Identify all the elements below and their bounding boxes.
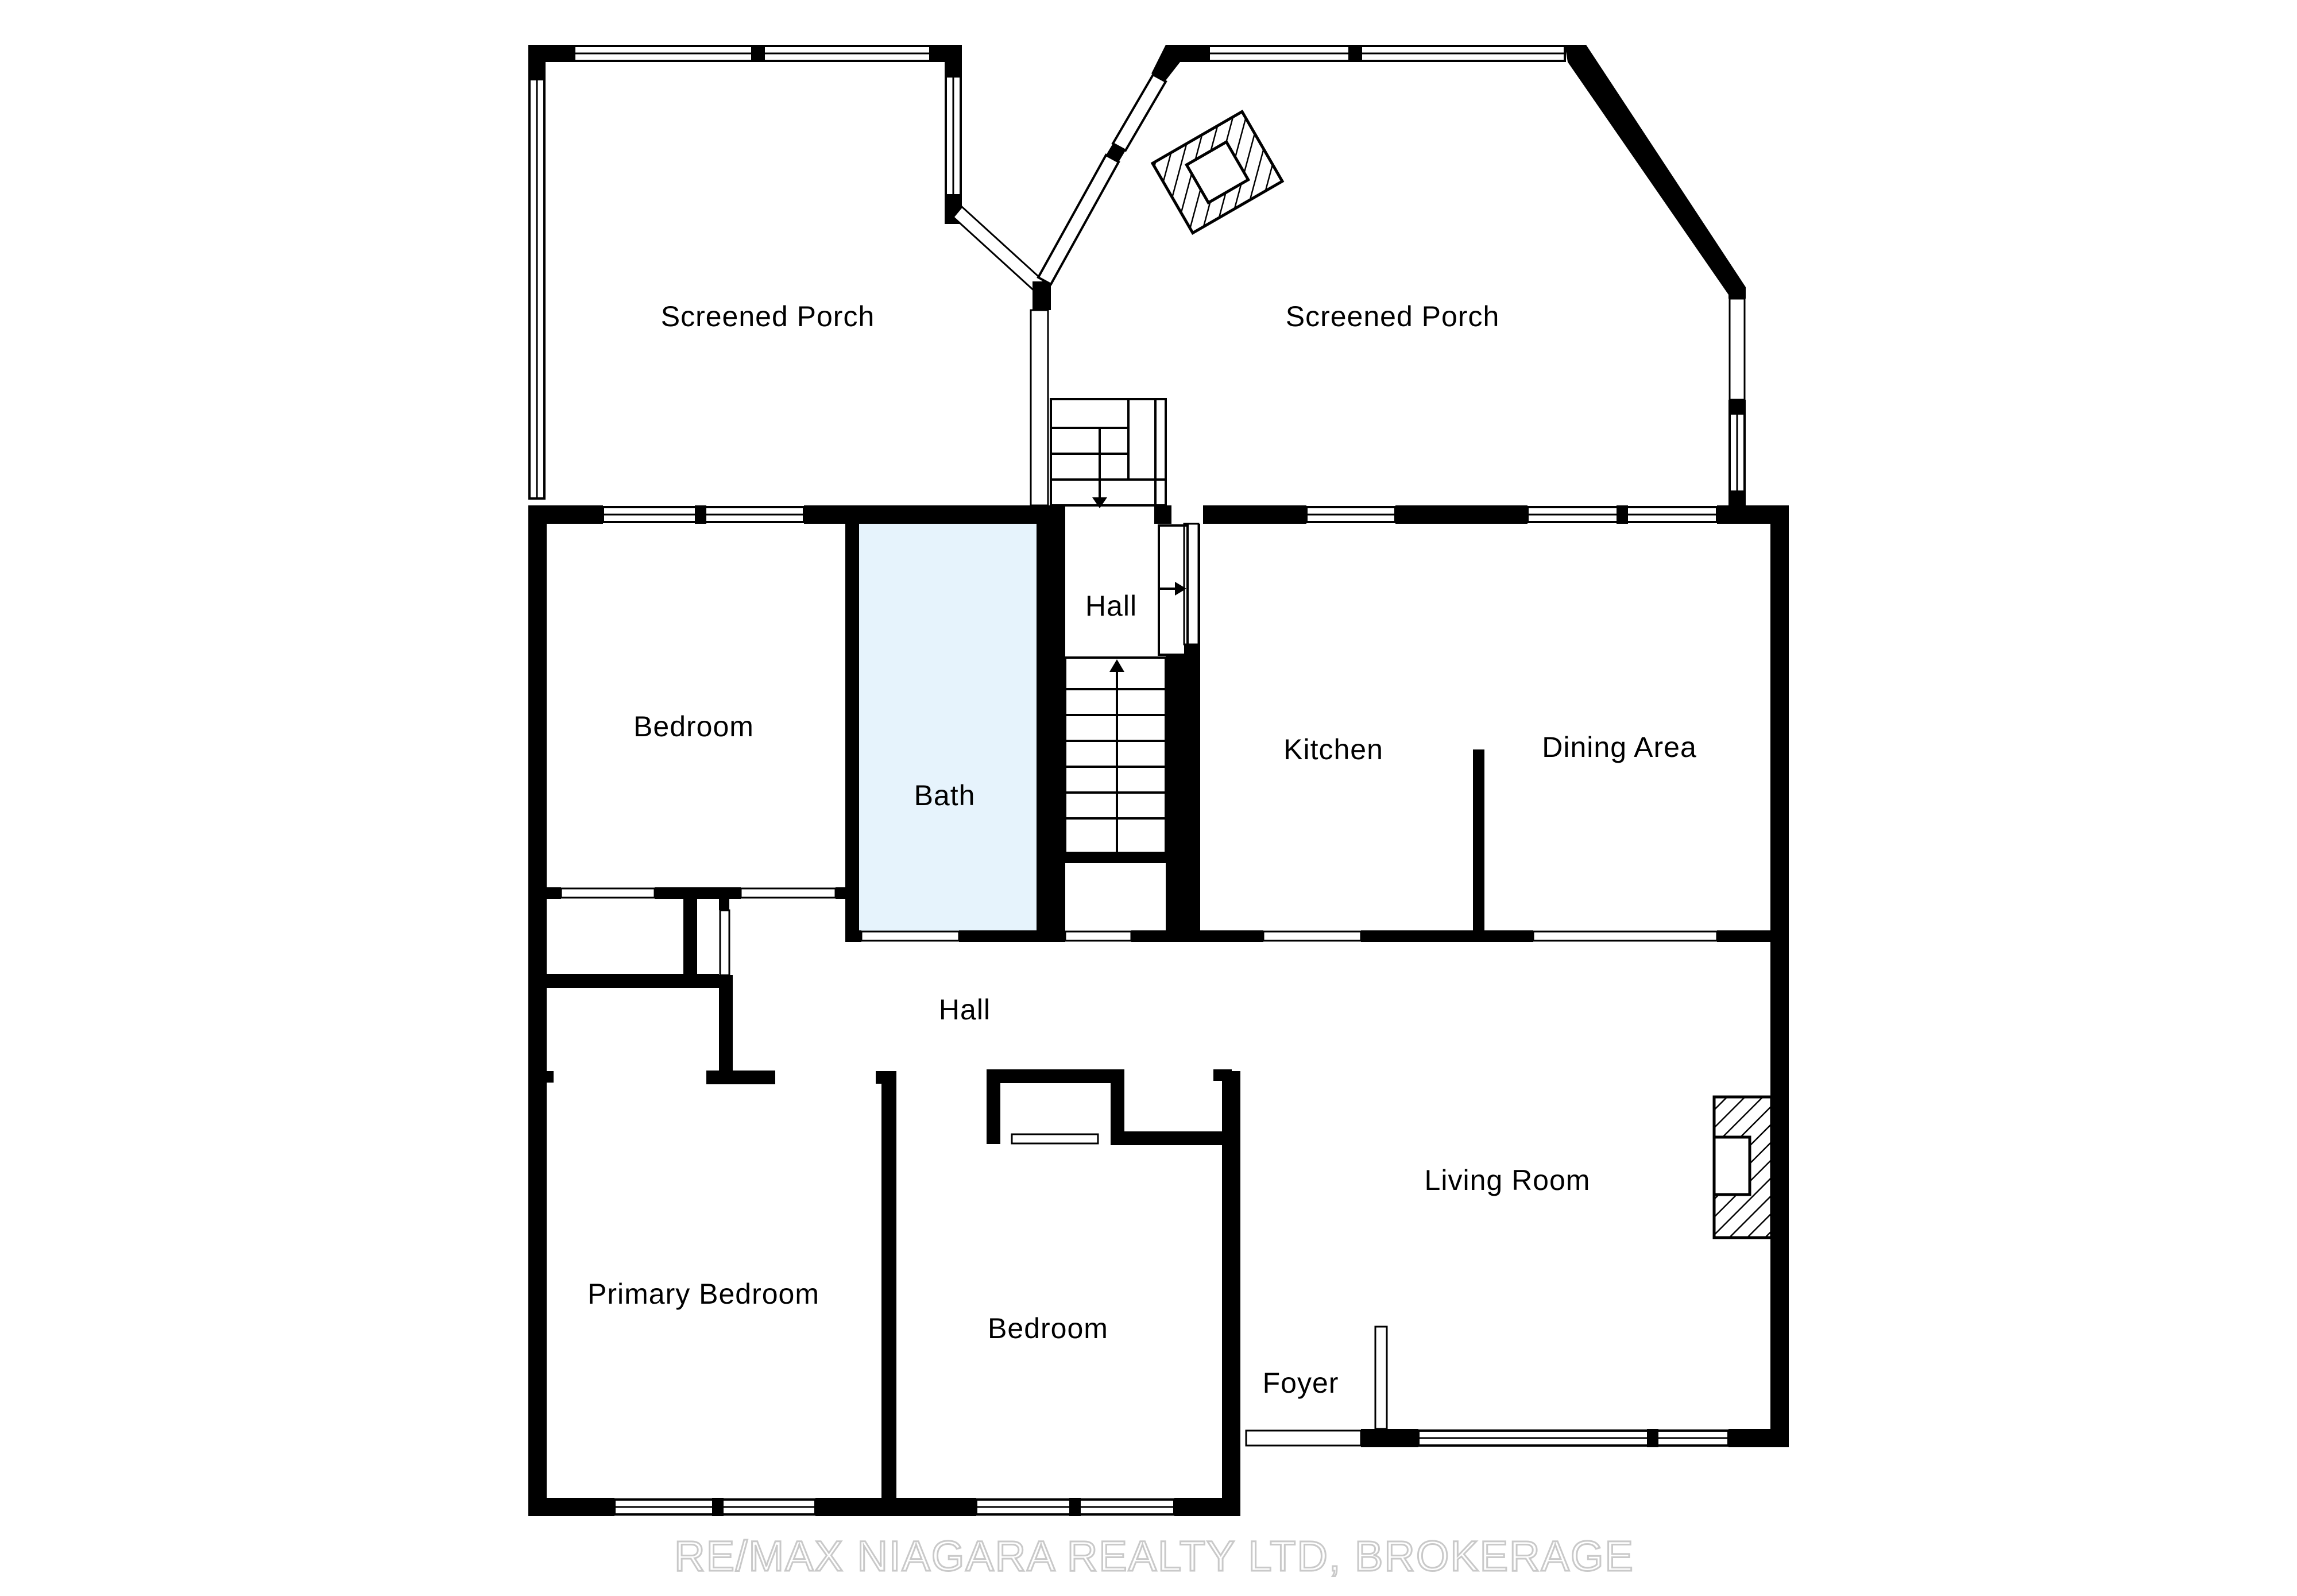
label-screened-porch-left: Screened Porch [661, 300, 875, 333]
stair-arrow-right-icon [1175, 582, 1186, 596]
label-bedroom-upper: Bedroom [633, 710, 754, 743]
stair-arrow-up-icon [1109, 659, 1124, 672]
porch-left-side-window [528, 78, 546, 500]
watermark-text: RE/MAX NIAGARA REALTY LTD, BROKERAGE [674, 1532, 1634, 1580]
porch-right-top-windows [1208, 45, 1566, 62]
screened-porch-left-walls [528, 45, 1051, 310]
porch-stairs [1050, 398, 1167, 508]
fireplace-icon [1712, 1095, 1773, 1239]
label-foyer: Foyer [1263, 1367, 1339, 1399]
label-bath: Bath [914, 779, 976, 811]
main-top-windows [602, 505, 1718, 524]
label-kitchen: Kitchen [1283, 733, 1383, 766]
porch-center-opening [1030, 309, 1049, 507]
porch-left-right-windows [945, 75, 962, 196]
porch-right-side-windows [1728, 297, 1746, 493]
chimney-icon [1150, 109, 1285, 235]
porch-right-diagonal-windows [1037, 73, 1167, 286]
main-bottom-windows [613, 1429, 1730, 1516]
label-hall-main: Hall [939, 994, 991, 1026]
hall-stairs [1064, 524, 1189, 863]
bath-floor [859, 524, 1037, 934]
porch-left-diagonal-opening [952, 205, 1047, 295]
interior-walls [547, 505, 1789, 1516]
label-screened-porch-right: Screened Porch [1286, 300, 1500, 333]
stair-arrow-down-icon [1092, 497, 1107, 508]
label-primary-bedroom: Primary Bedroom [587, 1278, 819, 1310]
label-bedroom-lower: Bedroom [988, 1312, 1108, 1344]
label-hall-upper: Hall [1085, 590, 1137, 622]
porch-left-top-windows [573, 45, 931, 62]
main-exterior-walls [528, 505, 1789, 1516]
interior-door-openings [560, 523, 1718, 1145]
label-dining-area: Dining Area [1542, 731, 1697, 763]
label-living-room: Living Room [1425, 1164, 1591, 1196]
